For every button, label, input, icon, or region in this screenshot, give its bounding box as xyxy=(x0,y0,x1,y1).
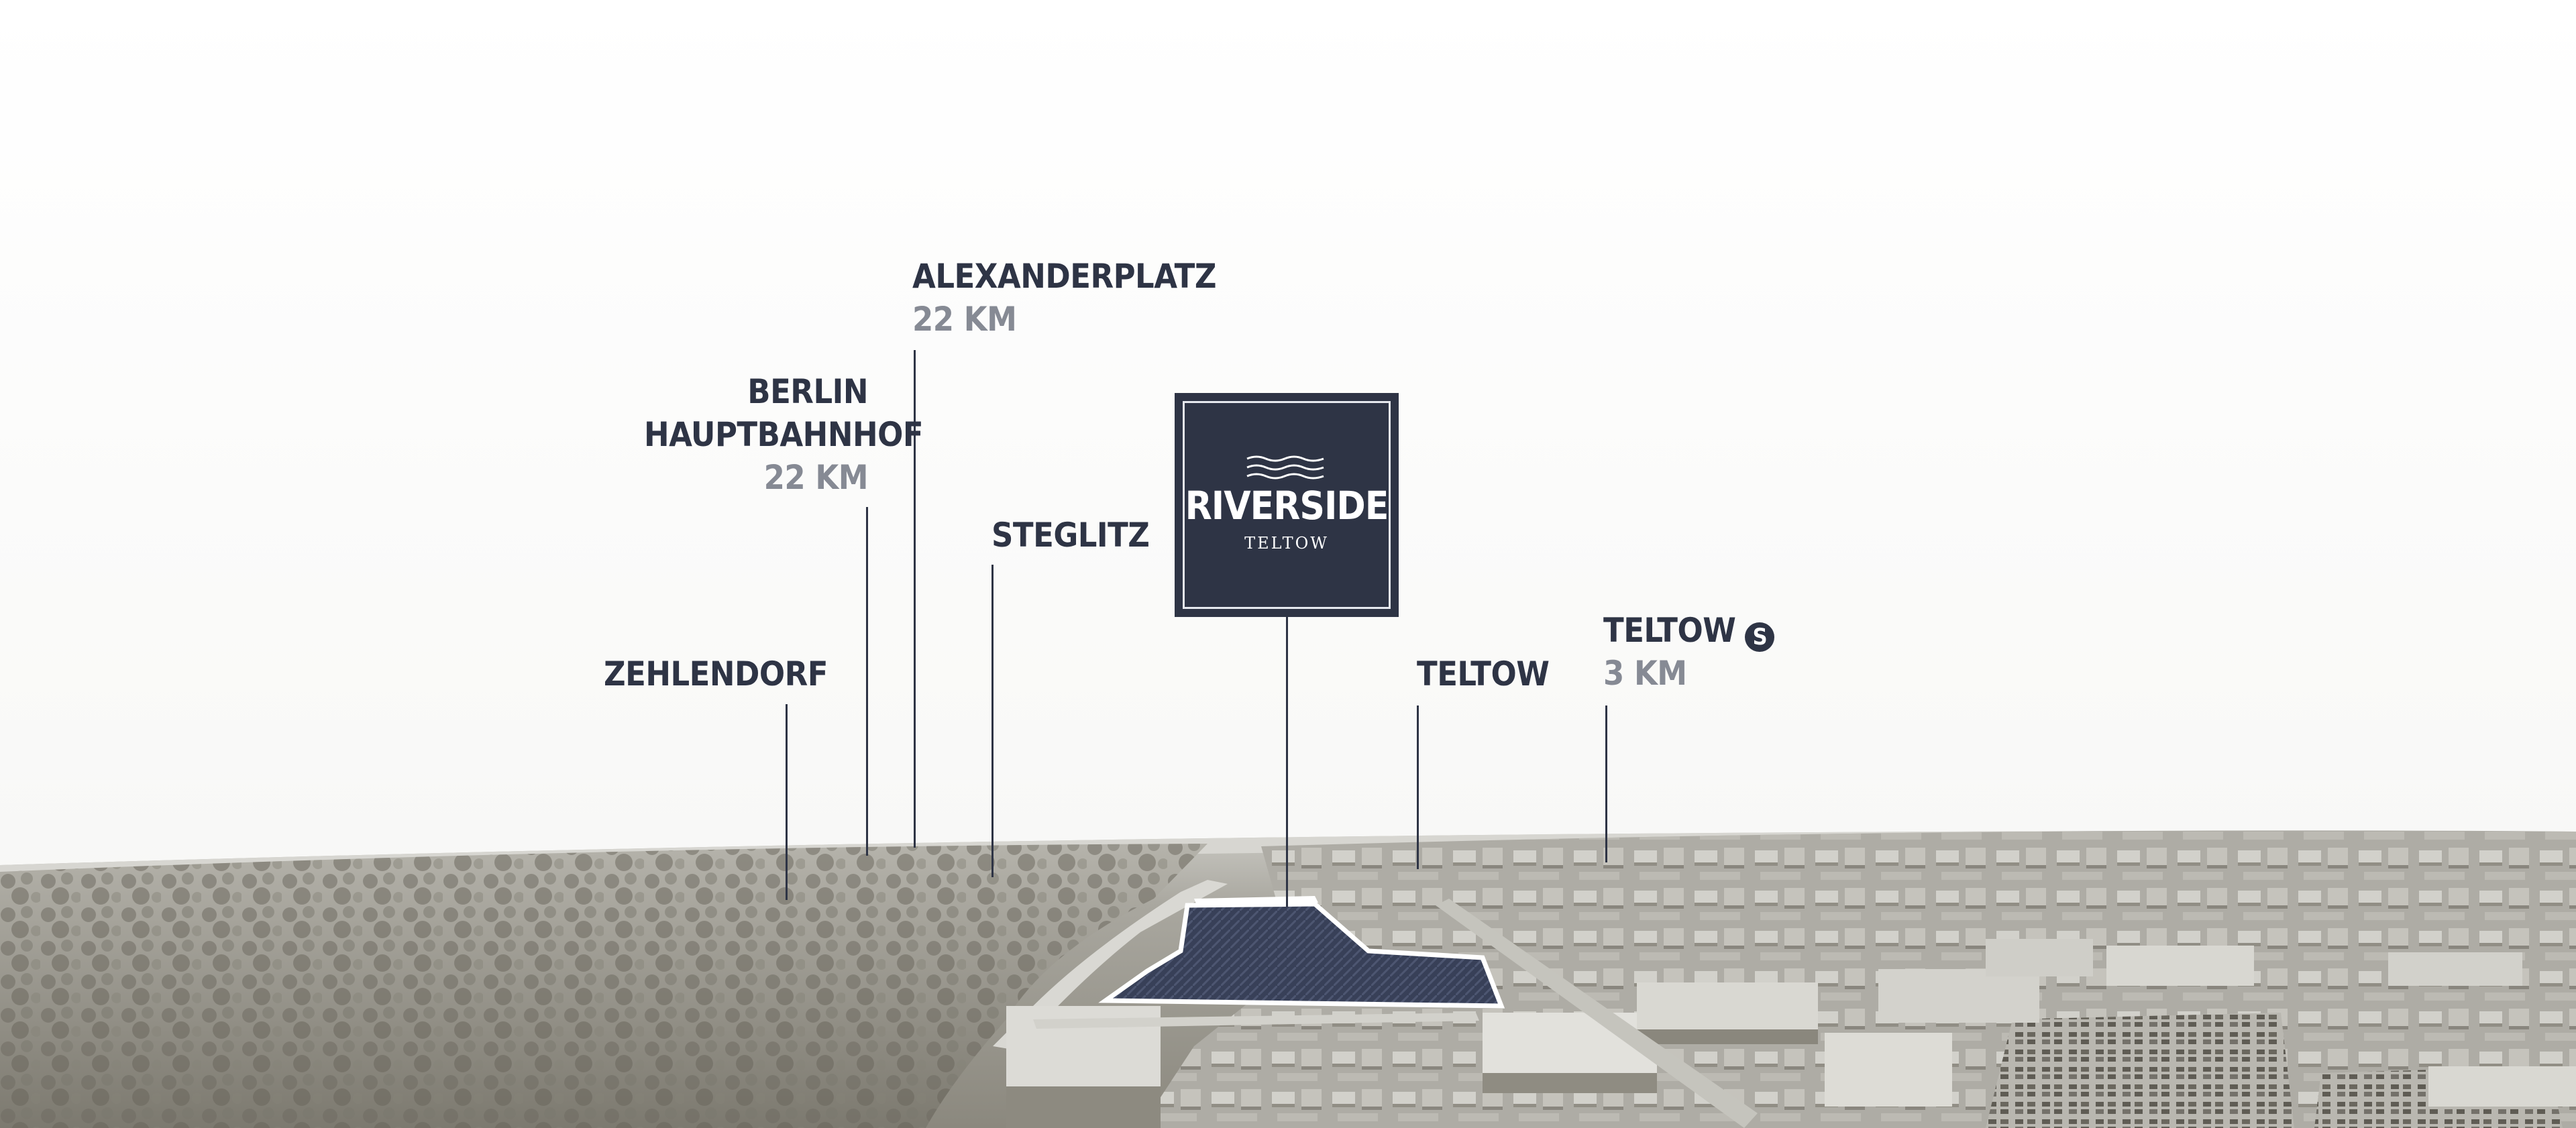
pin-line-hauptbahnhof xyxy=(866,507,868,856)
pin-line-zehlendorf xyxy=(786,704,788,900)
landmark-alexanderplatz: ALEXANDERPLATZ 22 KM xyxy=(912,255,1216,341)
pin-line-teltow-station xyxy=(1605,706,1607,862)
landmark-teltow: TELTOW xyxy=(1417,653,1550,695)
logo-subtitle: TELTOW xyxy=(1244,534,1329,553)
pin-line-steglitz xyxy=(991,565,994,877)
landmark-steglitz: STEGLITZ xyxy=(991,514,1150,557)
landmark-name: TELTOW xyxy=(1603,611,1736,650)
s-bahn-icon: S xyxy=(1745,622,1775,652)
landmark-teltow-station: TELTOW S 3 KM xyxy=(1603,609,1775,695)
landmark-name: ALEXANDERPLATZ xyxy=(912,257,1216,296)
landmark-distance: 3 KM xyxy=(1603,654,1687,693)
logo-title: RIVERSIDE xyxy=(1185,483,1389,528)
landmark-zehlendorf: ZEHLENDORF xyxy=(604,653,828,695)
landmark-name: STEGLITZ xyxy=(991,516,1150,555)
pin-line-alexanderplatz xyxy=(914,350,916,848)
landmark-distance: 22 KM xyxy=(763,458,869,497)
landmark-name: TELTOW xyxy=(1417,655,1550,693)
landmark-name: ZEHLENDORF xyxy=(604,655,828,693)
landmark-name-row: TELTOW S xyxy=(1603,609,1775,652)
pin-line-teltow xyxy=(1417,706,1419,869)
landmark-distance: 22 KM xyxy=(912,300,1017,339)
logo-frame xyxy=(1183,401,1391,609)
pin-line-riverside xyxy=(1286,617,1288,907)
landmark-name-line2: HAUPTBAHNHOF xyxy=(644,415,924,454)
waves-icon xyxy=(1246,455,1324,480)
riverside-logo: RIVERSIDE TELTOW xyxy=(1175,393,1399,617)
landmark-berlin-hauptbahnhof: BERLIN HAUPTBAHNHOF 22 KM xyxy=(644,370,924,499)
landmark-name-line1: BERLIN xyxy=(747,372,868,411)
